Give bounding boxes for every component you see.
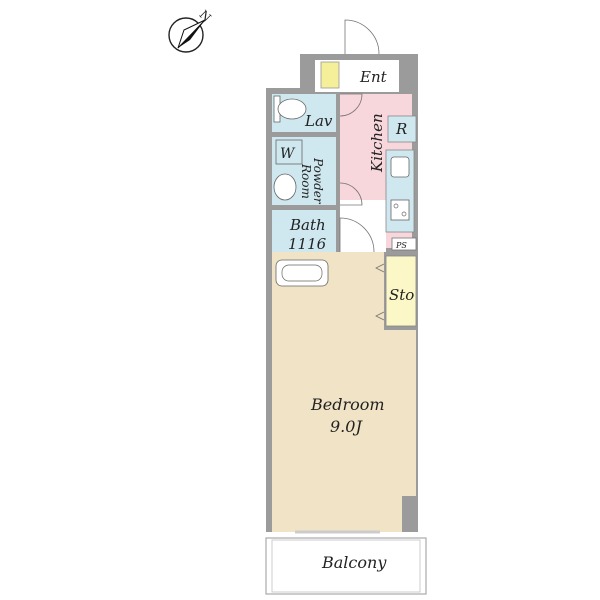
fixtures bbox=[273, 95, 329, 287]
washer-label: W bbox=[280, 146, 296, 162]
lavatory-label: Lav bbox=[304, 112, 333, 130]
compass: N bbox=[168, 8, 214, 53]
north-label: N bbox=[197, 8, 214, 25]
storage-label: Sto bbox=[389, 286, 414, 304]
refrigerator-space bbox=[387, 115, 417, 143]
powder-room-label-1: Powder bbox=[311, 157, 325, 205]
balcony-rail bbox=[271, 539, 421, 593]
room-floors bbox=[272, 60, 417, 532]
washer-space bbox=[275, 139, 303, 165]
stove-icon bbox=[390, 199, 410, 221]
balcony bbox=[265, 530, 427, 595]
kitchen-label: Kitchen bbox=[368, 113, 386, 173]
lavatory-door-swing bbox=[339, 93, 363, 117]
storage-door-mark bbox=[375, 311, 385, 321]
hall-floor bbox=[340, 200, 386, 252]
bedroom-size-label: 9.0J bbox=[330, 417, 363, 436]
entrance-label: Ent bbox=[359, 68, 388, 86]
burner-icon bbox=[393, 203, 399, 209]
compass-ring bbox=[168, 17, 204, 53]
pipe-space bbox=[391, 237, 417, 251]
bath-size-label: 1116 bbox=[288, 235, 327, 253]
bedroom-floor bbox=[272, 252, 416, 532]
doors bbox=[339, 19, 385, 321]
compass-needle-light bbox=[177, 19, 206, 49]
burner-icon bbox=[401, 211, 407, 217]
bath-label: Bath bbox=[289, 216, 326, 234]
basin-icon bbox=[273, 173, 297, 201]
powder-room-label-2: Room bbox=[299, 163, 313, 199]
room-labels: Ent Lav Kitchen R W Powder Room Bath 111… bbox=[280, 68, 414, 572]
bathtub-inner bbox=[281, 264, 323, 282]
entrance-door-swing bbox=[344, 19, 380, 55]
bedroom-door-swing bbox=[339, 217, 375, 253]
bedroom-label: Bedroom bbox=[310, 395, 385, 414]
balcony-label: Balcony bbox=[321, 553, 387, 572]
balcony-area bbox=[265, 537, 427, 595]
powder-room-door-swing bbox=[339, 182, 363, 206]
refrigerator-label: R bbox=[395, 120, 407, 138]
toilet-icon bbox=[277, 98, 307, 120]
storage-floor bbox=[385, 255, 417, 327]
pipe-space-label: PS bbox=[395, 241, 407, 250]
sink-icon bbox=[390, 156, 410, 178]
entrance-shoe-cabinet bbox=[320, 61, 340, 89]
storage-door-mark bbox=[375, 263, 385, 273]
